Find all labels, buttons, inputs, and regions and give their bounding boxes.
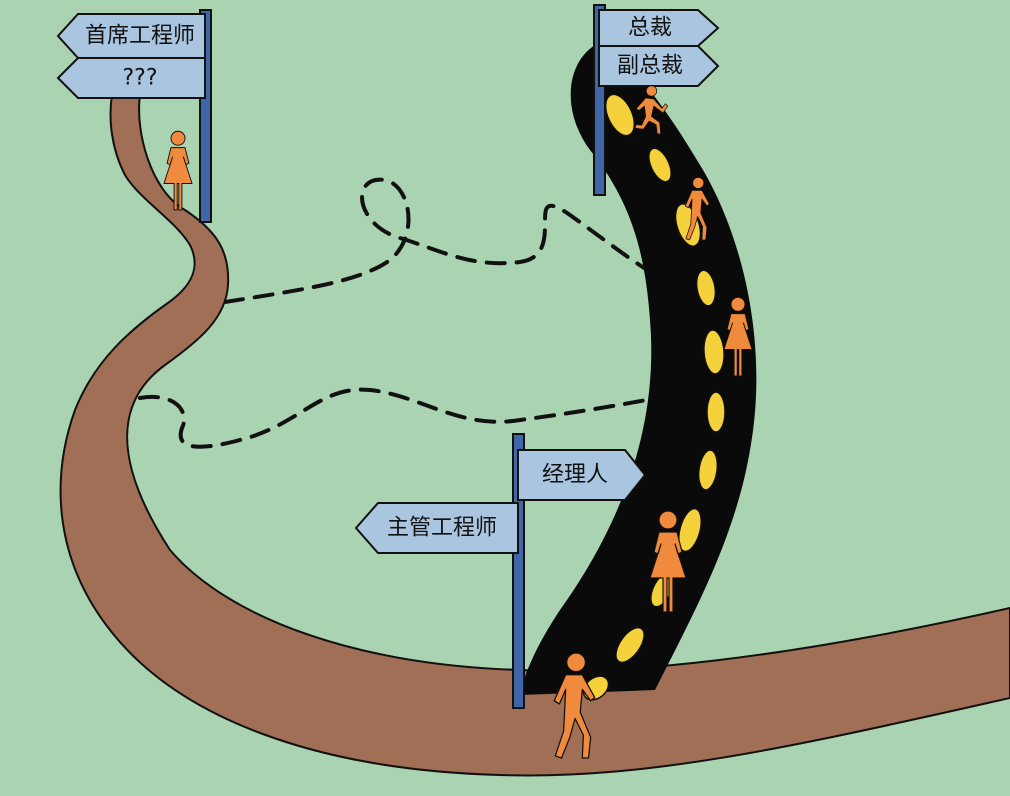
dashed-paths bbox=[138, 177, 670, 449]
sign-president bbox=[598, 9, 720, 47]
sign-manager-label: 经理人 bbox=[542, 463, 608, 488]
dirt-road bbox=[59, 94, 1010, 777]
sign-unknown bbox=[56, 57, 206, 99]
sign-lead-engineer-label: 主管工程师 bbox=[387, 516, 497, 541]
left-sign-post bbox=[199, 9, 212, 223]
sign-unknown-label: ??? bbox=[122, 66, 157, 91]
upper-dashed-path bbox=[223, 177, 662, 304]
sign-vice-president-label: 副总裁 bbox=[617, 54, 683, 79]
sign-vice-president bbox=[598, 45, 720, 87]
sign-manager bbox=[517, 449, 647, 501]
sign-boards bbox=[56, 9, 720, 554]
sign-chief-engineer bbox=[56, 13, 206, 59]
sign-lead-engineer bbox=[354, 502, 519, 554]
sign-posts bbox=[199, 4, 606, 709]
bottom-sign-post bbox=[512, 433, 525, 709]
top-right-sign-post bbox=[593, 4, 606, 196]
sign-chief-engineer-label: 首席工程师 bbox=[85, 24, 195, 49]
sign-president-label: 总裁 bbox=[628, 16, 672, 41]
lower-dashed-path bbox=[138, 387, 670, 449]
